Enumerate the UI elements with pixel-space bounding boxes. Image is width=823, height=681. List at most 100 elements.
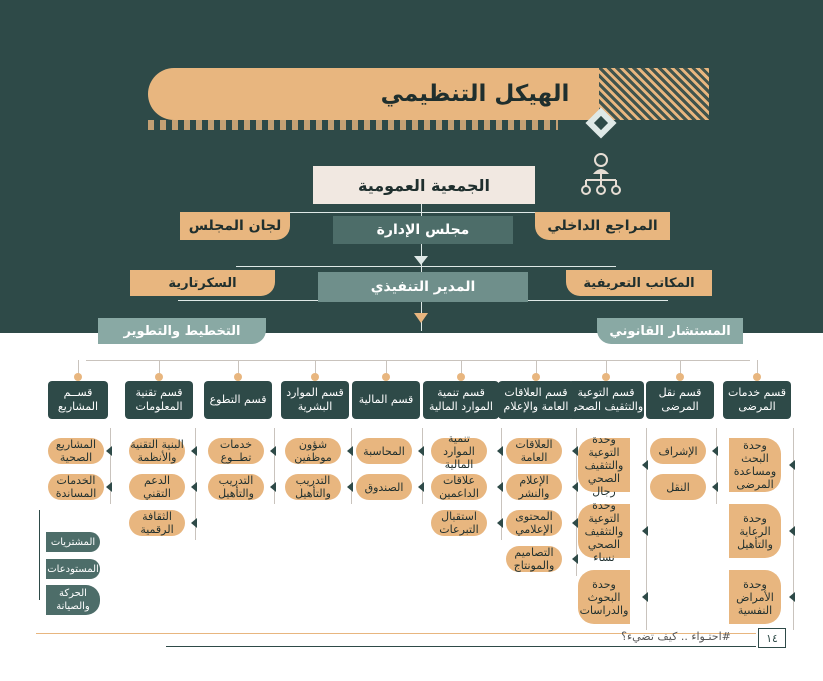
decorative-zigzag xyxy=(148,120,558,130)
pointer-icon xyxy=(712,446,718,456)
department-box: قســم المشاريع xyxy=(48,381,108,419)
sub-unit: العلاقات العامة xyxy=(506,438,562,464)
pointer-icon xyxy=(418,482,424,492)
pointer-icon xyxy=(191,518,197,528)
department-box: قسم تنمية الموارد المالية xyxy=(423,381,499,419)
main-connector xyxy=(421,203,422,331)
movement-maintenance-unit: الحركة والصيانة xyxy=(46,585,100,615)
pointer-icon xyxy=(270,482,276,492)
sub-unit: علاقات الداعمين xyxy=(431,474,487,500)
pointer-icon xyxy=(572,554,578,564)
footer-line xyxy=(36,633,756,634)
sub-unit: وحدة البحث ومساعدة المرضى xyxy=(729,438,781,492)
pointer-icon xyxy=(642,460,648,470)
pointer-icon xyxy=(347,446,353,456)
department-connector xyxy=(78,360,79,380)
pointer-icon xyxy=(191,482,197,492)
pointer-icon xyxy=(418,446,424,456)
page-number: ١٤ xyxy=(758,628,786,648)
department-connector xyxy=(238,360,239,380)
sub-unit: شؤون موظفين xyxy=(285,438,341,464)
pointer-icon xyxy=(497,482,503,492)
sub-unit: الإشراف xyxy=(650,438,706,464)
department-connector xyxy=(680,360,681,380)
org-chart-icon xyxy=(581,153,621,195)
board-of-directors: مجلس الإدارة xyxy=(333,216,513,244)
department-box: قسم المالية xyxy=(352,381,420,419)
banner-pattern xyxy=(599,68,709,120)
department-box: قسم تقنية المعلومات xyxy=(125,381,193,419)
board-connector xyxy=(236,212,616,213)
sub-unit: التدريب والتأهيل xyxy=(285,474,341,500)
department-box: قسم خدمات المرضى xyxy=(723,381,791,419)
pointer-icon xyxy=(497,446,503,456)
pointer-icon xyxy=(347,482,353,492)
pointer-icon xyxy=(572,446,578,456)
connector-dot-icon xyxy=(753,373,761,381)
pointer-icon xyxy=(712,482,718,492)
pointer-icon xyxy=(642,592,648,602)
board-committees: لجان المجلس xyxy=(180,212,290,240)
support-connector xyxy=(39,510,40,600)
sub-unit: تنمية الموارد المالية xyxy=(431,432,487,471)
pointer-icon xyxy=(572,482,578,492)
sub-unit: المحاسبة xyxy=(356,438,412,464)
pointer-icon xyxy=(106,446,112,456)
footer-tagline: #احتـواء .. كيف تضيء؟ xyxy=(621,630,731,643)
department-connector xyxy=(757,360,758,380)
department-connector xyxy=(606,360,607,380)
sub-unit: وحدة البحوث والدراسات xyxy=(578,570,630,624)
connector-dot-icon xyxy=(602,373,610,381)
pointer-icon xyxy=(106,482,112,492)
department-box: قسم نقل المرضى xyxy=(646,381,714,419)
sub-unit: المحتوى الإعلامي xyxy=(506,510,562,536)
sub-unit: الدعم التقني xyxy=(129,474,185,500)
sub-rail xyxy=(716,428,717,504)
connector-dot-icon xyxy=(532,373,540,381)
procurement-unit: المشتريات xyxy=(46,532,100,552)
connector-dot-icon xyxy=(234,373,242,381)
warehouses-unit: المستودعات xyxy=(46,559,100,579)
sub-unit: استقبال التبرعات xyxy=(431,510,487,536)
pointer-icon xyxy=(642,526,648,536)
department-box: قسم الموارد البشرية xyxy=(281,381,349,419)
footer-line-dark xyxy=(166,646,756,647)
sub-rail xyxy=(110,428,111,504)
internal-auditor: المراجع الداخلي xyxy=(535,212,670,240)
department-connector xyxy=(461,360,462,380)
connector-dot-icon xyxy=(311,373,319,381)
sub-rail xyxy=(351,428,352,504)
pointer-icon xyxy=(270,446,276,456)
department-box: قسم التطوع xyxy=(204,381,272,419)
department-connector xyxy=(536,360,537,380)
sub-rail xyxy=(422,428,423,504)
sub-unit: خدمات تطــوع xyxy=(208,438,264,464)
sub-unit: وحدة التوعية والتثقيف الصحي نساء xyxy=(578,499,630,564)
page-title: الهيكل التنظيمي xyxy=(380,81,570,107)
sub-unit: وحدة الأمراض النفسية xyxy=(729,570,781,624)
connector-dot-icon xyxy=(74,373,82,381)
arrow-down-icon xyxy=(414,313,428,323)
pointer-icon xyxy=(789,592,795,602)
pointer-icon xyxy=(572,518,578,528)
department-box: قسم العلاقات العامة والإعلام xyxy=(498,381,574,419)
pointer-icon xyxy=(789,526,795,536)
sub-unit: الثقافة الرقمية xyxy=(129,510,185,536)
sub-unit: الخدمات المساندة xyxy=(48,474,104,500)
sub-unit: النقل xyxy=(650,474,706,500)
connector-dot-icon xyxy=(155,373,163,381)
pointer-icon xyxy=(191,446,197,456)
sub-unit: وحدة الرعاية والتأهيل xyxy=(729,504,781,558)
sub-unit: الصندوق xyxy=(356,474,412,500)
legal-advisor: المستشار القانوني xyxy=(597,318,743,344)
sub-unit: المشاريع الصحية xyxy=(48,438,104,464)
planning-development: التخطيط والتطوير xyxy=(98,318,266,344)
sub-unit: البنية التقنية والأنظمة xyxy=(129,438,185,464)
sub-rail xyxy=(274,428,275,504)
sub-rail xyxy=(576,428,577,576)
sub-unit: التدريب والتأهيل xyxy=(208,474,264,500)
department-box: قسم التوعية والتثقيف الصحي xyxy=(568,381,644,419)
general-assembly: الجمعية العمومية xyxy=(313,166,535,204)
exec-connector xyxy=(236,266,616,267)
connector-dot-icon xyxy=(676,373,684,381)
